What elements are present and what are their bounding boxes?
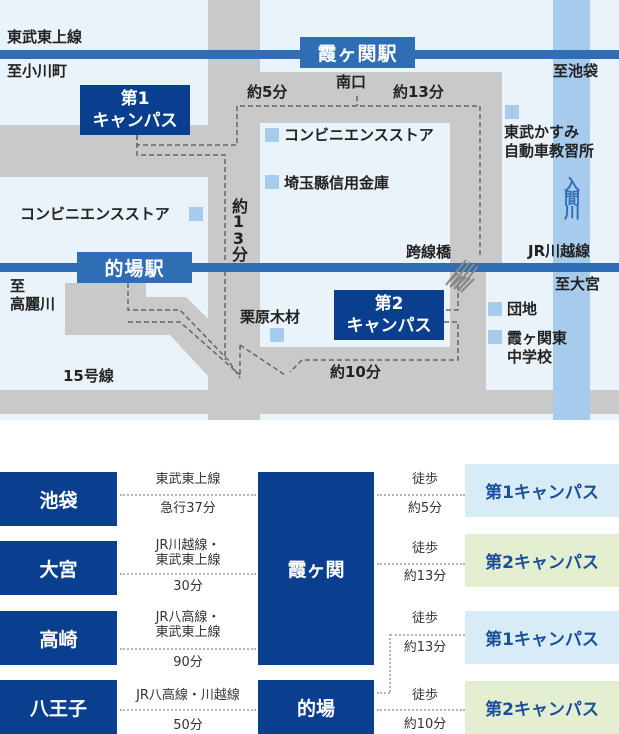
access-map: 霞ヶ関駅 的場駅 第1 キャンパス 第2 キャンパス 東武東上線 至小川町 至池… (0, 0, 619, 420)
campus-2-line2: キャンパス (346, 316, 432, 336)
walk-line (377, 563, 465, 565)
line-label-jr: JR川越線 (528, 242, 591, 260)
road-southwest (65, 277, 290, 390)
station-matoba[interactable]: 的場駅 (77, 252, 192, 283)
walking-route (127, 96, 481, 379)
route-line-name: 東武東上線 (155, 625, 221, 640)
campus-1-destination[interactable]: 第1キャンパス (465, 611, 619, 664)
route-line-name: 東武東上線 (155, 553, 221, 568)
route-line (120, 573, 256, 575)
direction-komagawa-2: 高麗川 (10, 295, 56, 313)
route-line-name: 東武東上線 (155, 472, 221, 487)
campus-2-destination[interactable]: 第2キャンパス (465, 534, 619, 587)
landmark-school-2: 中学校 (507, 348, 553, 366)
origin-ikebukuro: 池袋 (0, 472, 117, 526)
walk-mode: 徒歩 (411, 688, 438, 703)
route-line-name: JR八高線・ (155, 610, 221, 625)
jr-kawagoe-line (0, 263, 619, 272)
walk-line (377, 494, 465, 496)
landmark-convenience-2: コンビニエンスストア (20, 205, 170, 223)
origin-hachioji: 八王子 (0, 680, 117, 734)
walk-mode: 徒歩 (411, 611, 438, 626)
landmark-convenience-1: コンビニエンスストア (284, 126, 434, 144)
campus-1-marker[interactable]: 第1 キャンパス (80, 85, 190, 135)
route-time: 30分 (173, 579, 203, 594)
landmark-school-1: 霞ヶ関東 (507, 329, 568, 347)
direction-ogawamachi: 至小川町 (7, 62, 68, 80)
campus-1-line2: キャンパス (92, 111, 178, 131)
route-time: 90分 (173, 655, 203, 670)
line-label-tobu: 東武東上線 (7, 28, 83, 46)
route-line-name: JR八高線・川越線 (136, 688, 240, 703)
route-line-name: JR川越線・ (155, 538, 221, 553)
time-c2-matoba: 約10分 (330, 363, 381, 381)
landmark-marker (265, 175, 279, 189)
route-line (120, 648, 256, 650)
walk-time: 約5分 (407, 501, 443, 516)
station-kasumigaseki[interactable]: 霞ヶ関駅 (300, 37, 415, 68)
road-route15 (0, 390, 619, 414)
landmark-shinkin: 埼玉縣信用金庫 (284, 174, 390, 192)
landmark-driving-school-2: 自動車教習所 (504, 142, 595, 160)
campus-2-line1: 第2 (374, 294, 404, 314)
direction-omiya: 至大宮 (555, 275, 601, 293)
river (553, 0, 590, 420)
walk-mode: 徒歩 (411, 472, 438, 487)
direction-ikebukuro: 至池袋 (553, 62, 599, 80)
origin-omiya: 大宮 (0, 541, 117, 595)
landmark-driving-school-1: 東武かすみ (504, 123, 580, 141)
landmark-marker (505, 105, 519, 119)
hub-matoba: 的場 (258, 680, 374, 734)
bridge-label: 跨線橋 (406, 243, 452, 261)
direction-komagawa-1: 至 (10, 277, 26, 295)
landmark-marker (189, 207, 203, 221)
campus-1-destination[interactable]: 第1キャンパス (465, 464, 619, 517)
walk-line (390, 634, 465, 636)
campus-2-marker[interactable]: 第2 キャンパス (334, 290, 444, 340)
route15-label: 15号線 (63, 367, 114, 385)
landmark-marker (488, 302, 502, 316)
walk-time: 約13分 (403, 640, 447, 655)
walk-line (377, 692, 390, 694)
campus-1-line1: 第1 (120, 89, 150, 109)
map-overlay (65, 0, 590, 420)
origin-takasaki: 高崎 (0, 611, 117, 665)
landmark-kurihara: 栗原木材 (240, 308, 301, 326)
time-c2-kasumi: 約13分 (393, 83, 444, 101)
route-time: 急行37分 (160, 501, 216, 516)
route-line (120, 709, 256, 711)
walk-time: 約13分 (403, 569, 447, 584)
landmark-marker (488, 330, 502, 344)
route-line (120, 494, 256, 496)
river-label: 入間川 (561, 176, 580, 218)
landmark-marker (265, 128, 279, 142)
bridge-overlay (445, 259, 479, 292)
landmark-marker (270, 328, 284, 342)
landmark-danchi: 団地 (507, 300, 538, 318)
walk-mode: 徒歩 (411, 541, 438, 556)
route-time: 50分 (173, 718, 203, 733)
walk-line (377, 709, 465, 711)
walk-time: 約10分 (403, 717, 447, 732)
hub-kasumigaseki: 霞ヶ関 (258, 472, 374, 665)
time-c1-kasumi: 約5分 (247, 83, 288, 101)
south-exit-label: 南口 (336, 73, 367, 91)
walk-line-connector (389, 634, 391, 692)
time-c1-matoba: 約13分 (229, 198, 248, 260)
campus-2-destination[interactable]: 第2キャンパス (465, 681, 619, 734)
